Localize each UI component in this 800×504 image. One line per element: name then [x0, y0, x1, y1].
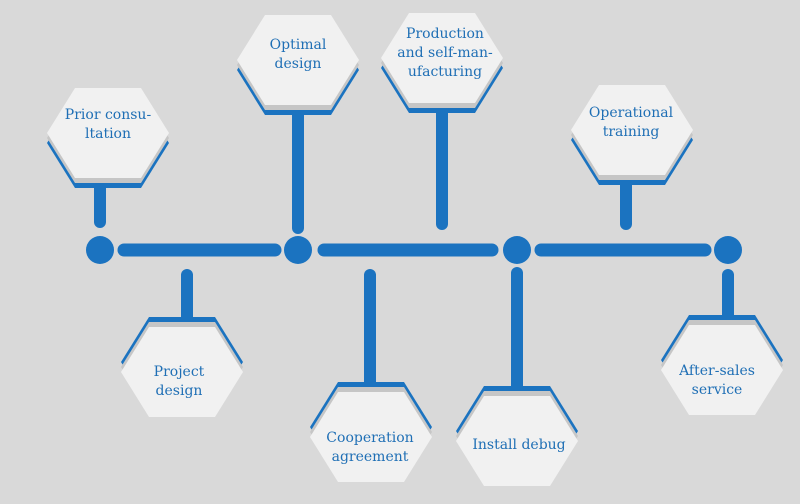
hexagon-after-sales-service — [661, 315, 783, 415]
hexagon-optimal-design — [237, 15, 359, 115]
hexagon-install-debug — [456, 386, 578, 486]
hexagon-face-after-sales-service — [661, 325, 783, 415]
timeline-node-1 — [86, 236, 114, 264]
hexagon-operational-training — [571, 85, 693, 185]
timeline-node-2 — [284, 236, 312, 264]
timeline-node-4 — [714, 236, 742, 264]
hexagon-production — [381, 13, 503, 113]
connector-group — [86, 107, 742, 392]
hexagon-face-install-debug — [456, 396, 578, 486]
hexagon-prior-consultation — [47, 88, 169, 188]
timeline-node-3 — [503, 236, 531, 264]
hexagon-face-cooperation-agreement — [310, 392, 432, 482]
hexagon-face-operational-training — [571, 85, 693, 175]
hexagon-cooperation-agreement — [310, 382, 432, 482]
hexagon-project-design — [121, 317, 243, 417]
hexagon-face-production — [381, 13, 503, 103]
hexagon-face-optimal-design — [237, 15, 359, 105]
hexagon-group — [47, 13, 783, 486]
hexagon-face-prior-consultation — [47, 88, 169, 178]
hexagon-face-project-design — [121, 327, 243, 417]
